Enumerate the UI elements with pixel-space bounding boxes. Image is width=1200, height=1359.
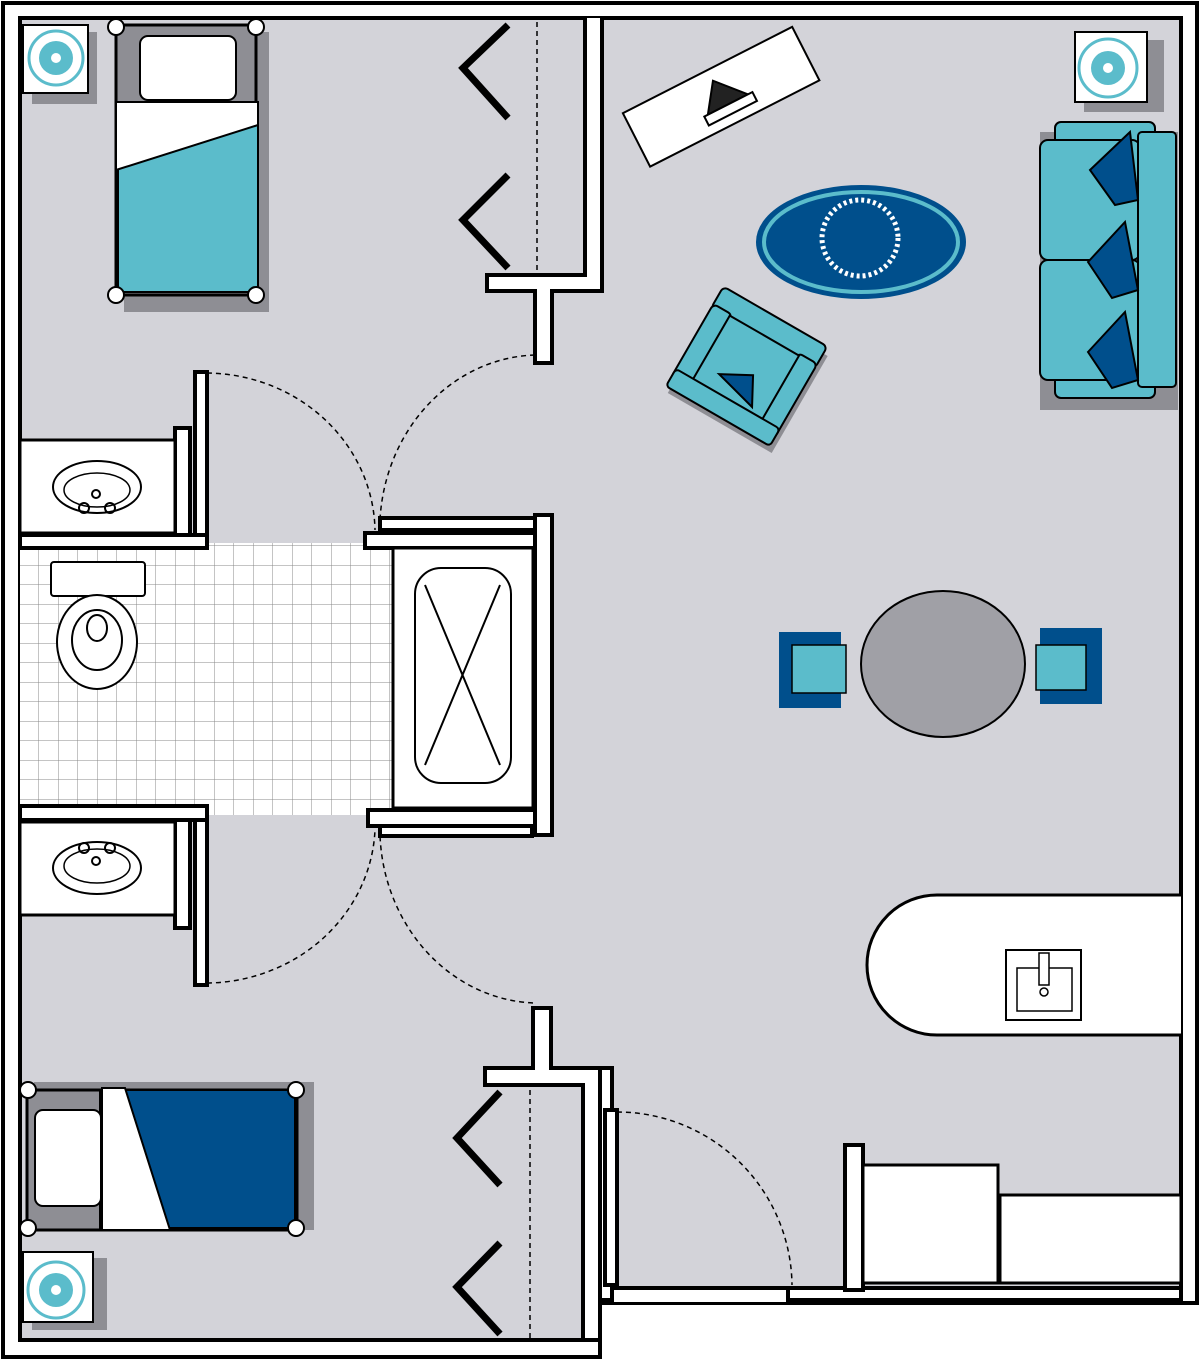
chair-icon bbox=[779, 632, 847, 708]
door-swing-icon bbox=[379, 354, 536, 521]
dining-table-icon bbox=[860, 590, 1026, 738]
bed-icon bbox=[107, 18, 269, 312]
door-swing-icon bbox=[616, 1111, 793, 1286]
chair-icon bbox=[1035, 628, 1102, 704]
interior-walls bbox=[18, 18, 865, 1342]
kitchen-counter-bottom bbox=[998, 1193, 1183, 1285]
armchair-icon bbox=[666, 287, 828, 453]
entry-threshold bbox=[612, 1290, 790, 1302]
door-swing-icon bbox=[379, 834, 534, 1004]
sink-icon bbox=[18, 820, 177, 917]
door-swing-icon bbox=[206, 829, 376, 984]
bed-icon bbox=[19, 1081, 314, 1237]
refrigerator bbox=[861, 1163, 1000, 1285]
desk-icon bbox=[621, 25, 821, 168]
nightstand-lamp-icon bbox=[1074, 31, 1164, 112]
closet-door-icon bbox=[452, 22, 511, 1337]
toilet-icon bbox=[50, 561, 146, 690]
kitchen-counter bbox=[865, 893, 1181, 1037]
bathtub-icon bbox=[391, 546, 535, 810]
kitchen-sink-icon bbox=[1005, 949, 1082, 1021]
door-swings bbox=[206, 22, 793, 1338]
sofa-icon bbox=[1039, 121, 1178, 410]
nightstand-lamp-icon bbox=[22, 24, 97, 104]
sink-icon bbox=[18, 438, 177, 535]
nightstand-lamp-icon bbox=[22, 1251, 107, 1330]
rug-icon bbox=[756, 185, 966, 299]
bottom-right-wall bbox=[786, 1286, 1183, 1302]
door-swing-icon bbox=[206, 372, 376, 531]
